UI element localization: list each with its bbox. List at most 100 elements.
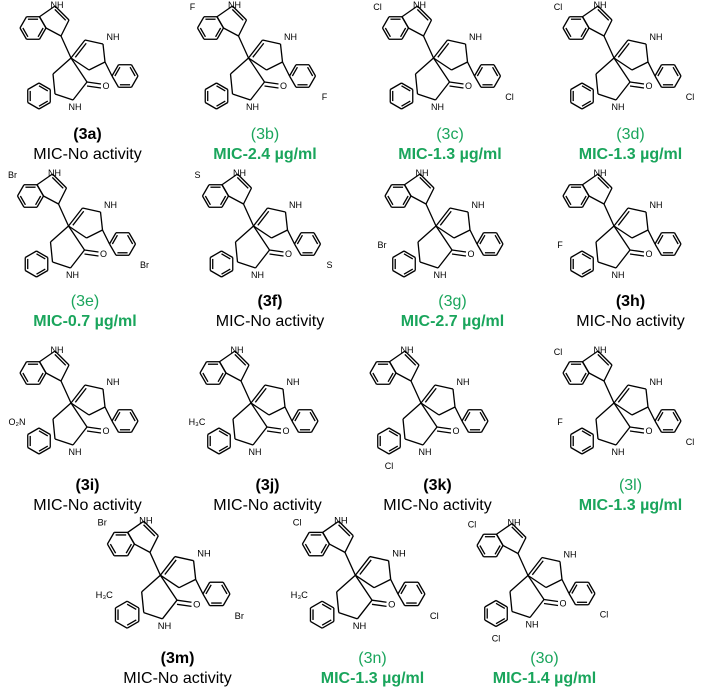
oxindole-benzene-double-bond <box>581 445 592 452</box>
indole1-benzene-double-bond <box>387 195 394 206</box>
oxindole-lactam-bond <box>252 225 271 251</box>
indole1-pyrrole-bond <box>422 19 433 37</box>
oxindole-substituent: H₃C <box>291 590 309 600</box>
compound-code: (3j) <box>255 477 280 494</box>
indole2-benzene-bond <box>461 409 470 422</box>
indole1-benzene-double-bond <box>494 545 501 555</box>
indole1-benzene-double-bond <box>202 372 209 383</box>
c3-bond <box>603 35 615 59</box>
indole1-benzene-bond <box>369 361 378 374</box>
indole2-pyrrole-bond <box>248 57 267 71</box>
mic-activity: MIC-1.3 µg/ml <box>578 497 683 514</box>
oxindole-nh: NH <box>434 270 447 280</box>
oxindole-nh: NH <box>431 102 444 112</box>
indole2-substituent: Br <box>235 611 244 621</box>
indole2-fusion <box>104 61 113 77</box>
oxindole-benzene-bond <box>389 82 402 91</box>
indole1-pyrrole-bond <box>403 184 412 197</box>
indole2-pyrrole-bond <box>70 57 90 71</box>
indole1-benzene-bond <box>201 195 210 208</box>
oxindole-lactam-bond <box>595 225 615 243</box>
oxindole-benzene-double-bond <box>403 268 414 275</box>
indole1-benzene-double-bond <box>320 543 328 554</box>
oxindole-benzene-bond <box>495 619 508 628</box>
indole2-pyrrole-bond <box>452 388 456 408</box>
indole2-pyrrole-bond <box>174 555 194 562</box>
indole1-pyrrole-double-bond <box>236 176 249 189</box>
oxindole-o: O <box>388 599 395 609</box>
indole1-pyrrole-bond <box>404 350 420 366</box>
indole1-pyrrole-bond <box>242 187 253 205</box>
indole1-pyrrole-bond <box>38 361 47 374</box>
indole2-benzene-bond <box>202 593 211 606</box>
indole2-pyrrole-double-bond <box>437 42 450 58</box>
indole1-pyrrole-double-bond <box>54 8 67 21</box>
oxindole-lactam-bond <box>595 73 599 95</box>
carbonyl-bond <box>629 81 645 85</box>
indole2-benzene-bond <box>587 593 596 606</box>
indole1-nh: NH <box>233 168 246 178</box>
indole1-substituent: Br <box>8 170 17 180</box>
indole2-benzene-bond <box>493 64 502 77</box>
oxindole-substituent-7: Cl <box>385 461 394 471</box>
indole2-benzene-double-bond <box>291 66 298 77</box>
indole2-benzene-bond <box>480 420 489 433</box>
indole1-benzene-bond <box>384 184 393 197</box>
indole1-substituent: Cl <box>293 517 302 527</box>
oxindole-lactam-bond <box>50 225 69 243</box>
indole2-benzene-double-bond <box>494 234 501 245</box>
oxindole-lactam-bond <box>613 57 631 83</box>
mic-activity: MIC-1.3 µg/ml <box>320 670 425 687</box>
carbonyl-double-bond <box>176 603 192 608</box>
indole2-benzene-bond <box>417 593 426 606</box>
indole1-substituent: Cl <box>554 2 563 12</box>
compound-code: (3a) <box>73 126 102 143</box>
indole2-pyrrole-bond <box>527 557 543 576</box>
oxindole-lactam-bond <box>527 575 545 600</box>
indole2-benzene-bond <box>568 581 577 594</box>
carbonyl-bond <box>629 426 645 430</box>
indole2-pyrrole-double-bond <box>164 559 177 575</box>
indole2-pyrrole-bond <box>192 560 197 580</box>
oxindole-o: O <box>645 249 652 259</box>
indole1-pyrrole-bond <box>388 361 397 374</box>
indole2-benzene-bond <box>308 64 317 77</box>
mic-activity: MIC-No activity <box>213 497 322 514</box>
oxindole-lactam-bond <box>234 241 239 263</box>
oxindole-nh: NH <box>66 270 79 280</box>
indole2-benzene-bond <box>308 75 317 88</box>
indole2-pyrrole-double-bond <box>617 387 630 403</box>
indole1-pyrrole-bond <box>502 544 519 555</box>
indole2-fusion <box>454 406 463 422</box>
oxindole-substituent-7: Cl <box>492 634 501 644</box>
indole1-benzene-bond <box>38 372 47 385</box>
indole2-pyrrole-double-bond <box>72 210 85 226</box>
indole2-fusion <box>286 229 296 245</box>
indole1-pyrrole-bond <box>338 520 354 537</box>
indole2-pyrrole-double-bond <box>252 42 265 58</box>
oxindole-benzene-bond <box>216 101 229 110</box>
indole1-pyrrole-bond <box>425 187 435 205</box>
carbonyl-double-bond <box>629 85 645 89</box>
oxindole-benzene-double-bond <box>38 100 49 107</box>
indole2-pyrrole-bond <box>467 211 471 231</box>
indole2-pyrrole-double-bond <box>531 560 544 576</box>
indole1-benzene-bond <box>201 184 210 197</box>
oxindole-nh: NH <box>612 102 625 112</box>
indole2-benzene-bond <box>128 243 137 256</box>
indole2-benzene-double-bond <box>127 234 134 245</box>
indole1-pyrrole-bond <box>511 523 527 538</box>
indole2-benzene-bond <box>654 243 663 256</box>
oxindole-lactam-bond <box>336 591 340 613</box>
carbonyl-bond <box>86 81 102 85</box>
indole2-benzene-bond <box>130 409 139 422</box>
indole1-benzene-double-bond <box>580 372 587 383</box>
indole1-benzene-double-bond <box>304 543 312 554</box>
oxindole-nh: NH <box>612 447 625 457</box>
indole2-pyrrole-double-bond <box>617 42 630 58</box>
